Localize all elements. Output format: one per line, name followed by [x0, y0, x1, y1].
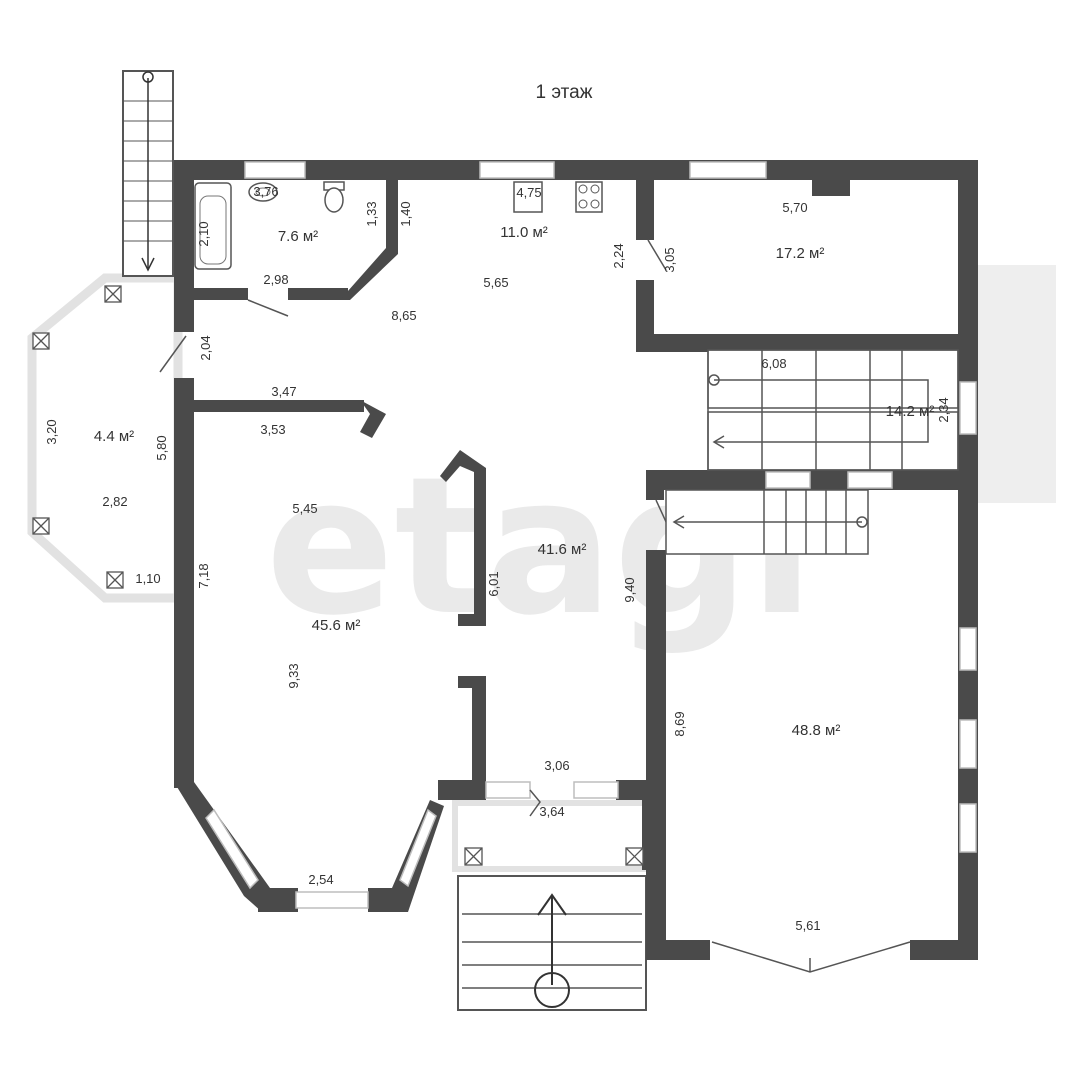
dim-label: 9,40 [622, 577, 637, 602]
room-areas: 7.6 м² 11.0 м² 17.2 м² 14.2 м² 41.6 м² 4… [94, 224, 935, 739]
terrace-area: 4.4 м² [94, 428, 134, 445]
dim-label: 2,34 [936, 397, 951, 422]
stair-hall-area: 14.2 м² [886, 403, 935, 420]
dim-label: 9,33 [286, 663, 301, 688]
dim-label: 8,69 [672, 711, 687, 736]
dim-label: 8,65 [391, 308, 416, 323]
floor-title: 1 этаж [536, 82, 593, 103]
dim-label: 3,64 [539, 804, 564, 819]
dim-label: 7,18 [196, 563, 211, 588]
bathroom-area: 7.6 м² [278, 228, 318, 245]
bedroom-area: 17.2 м² [776, 245, 825, 262]
dim-label: 2,54 [308, 872, 333, 887]
dim-label: 6,01 [486, 571, 501, 596]
entrance-porch [452, 800, 648, 1011]
kitchen-sink-icon [513, 181, 543, 213]
toilet-icon [323, 181, 345, 213]
interior-staircase [665, 349, 959, 555]
dim-label: 3,47 [271, 384, 296, 399]
kitchen-area: 11.0 м² [500, 224, 548, 241]
dim-label: 5,65 [483, 275, 508, 290]
living-area: 45.6 м² [312, 617, 361, 634]
dimension-labels: 3,76 2,10 1,33 1,40 2,98 4,75 2,24 3,05 … [44, 184, 951, 933]
dim-label: 5,61 [795, 918, 820, 933]
dim-label: 2,24 [611, 243, 626, 268]
dim-label: 3,06 [544, 758, 569, 773]
dim-label: 1,33 [364, 201, 379, 226]
dim-label: 2,98 [263, 272, 288, 287]
dim-label: 2,82 [102, 494, 127, 509]
dim-label: 6,08 [761, 356, 786, 371]
right-room-area: 48.8 м² [792, 722, 841, 739]
bathtub [194, 182, 232, 270]
dim-label: 3,20 [44, 419, 59, 444]
hall-area: 41.6 м² [538, 541, 587, 558]
dim-label: 3,76 [253, 184, 278, 199]
dim-label: 5,70 [782, 200, 807, 215]
outside-stairs [122, 70, 174, 277]
dim-label: 5,45 [292, 501, 317, 516]
dim-label: 4,75 [516, 185, 541, 200]
dim-label: 1,40 [398, 201, 413, 226]
dim-label: 2,04 [198, 335, 213, 360]
dim-label: 1,10 [135, 571, 160, 586]
dim-label: 5,80 [154, 435, 169, 460]
stove-icon [575, 181, 603, 213]
windows [205, 161, 977, 909]
dim-label: 3,53 [260, 422, 285, 437]
dim-label: 2,10 [196, 221, 211, 246]
dim-label: 3,05 [662, 247, 677, 272]
right-balcony [978, 265, 1056, 503]
sink-icon [248, 182, 278, 202]
post-markers [32, 285, 644, 866]
